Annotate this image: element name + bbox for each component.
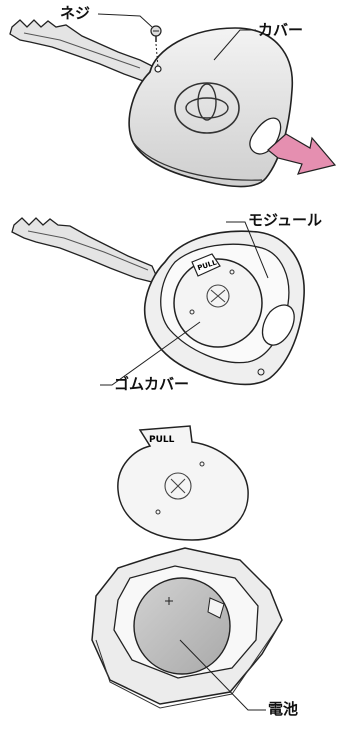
screw-icon	[150, 25, 162, 68]
cover-leader	[213, 29, 256, 61]
toyota-emblem	[174, 82, 240, 134]
module-label: モジュール	[248, 211, 322, 229]
screw-label: ネジ	[60, 4, 91, 22]
rubber-cover-label: ゴムカバー	[114, 375, 190, 393]
battery-label: 電池	[268, 700, 299, 718]
screw-hole	[154, 65, 162, 73]
module-leader	[226, 221, 269, 279]
key-blade-top	[9, 19, 153, 83]
key-blade-middle	[11, 217, 162, 285]
rubber-cover-exploded: PULL	[117, 425, 249, 541]
rubber-cover-leader	[100, 321, 201, 386]
screw-leader	[97, 13, 153, 28]
pry-arrow-icon	[267, 133, 337, 175]
key-head-cover	[128, 27, 294, 188]
battery-coin	[133, 577, 231, 675]
battery-leader	[179, 639, 266, 711]
cover-label: カバー	[258, 21, 304, 39]
pull-tab-exploded-label: PULL	[149, 435, 175, 445]
